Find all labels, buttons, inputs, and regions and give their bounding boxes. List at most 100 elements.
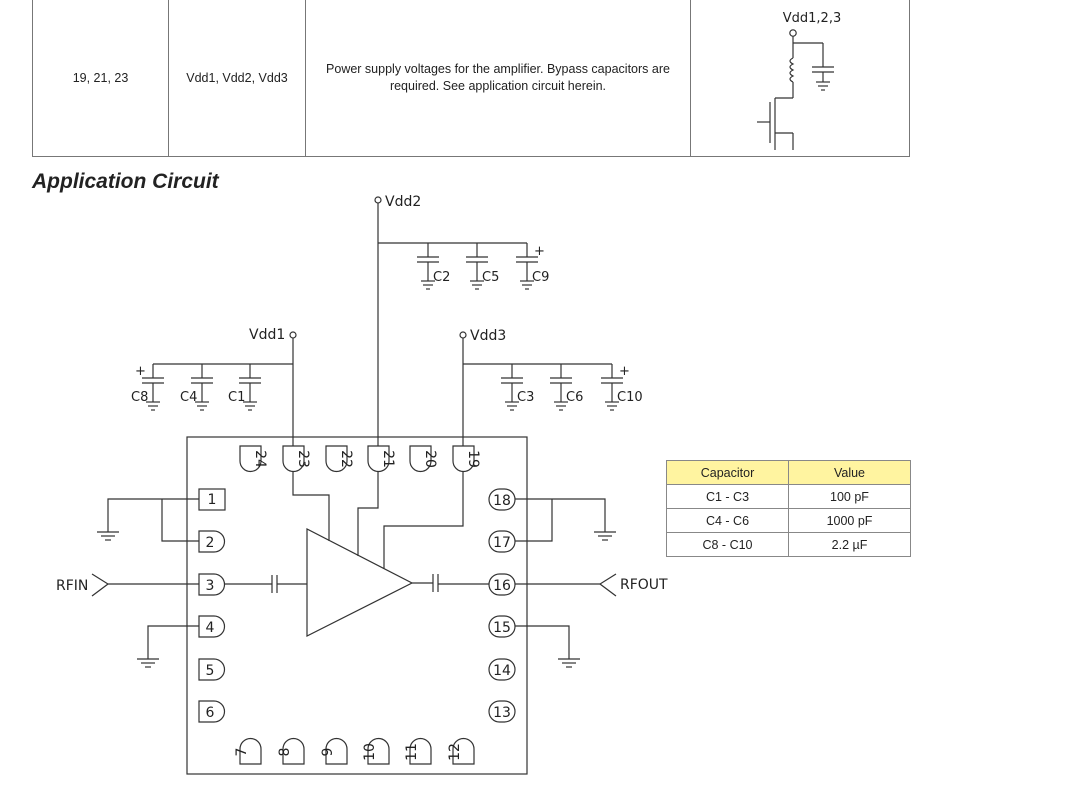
ground-icon xyxy=(96,531,120,541)
table-row: C1 - C3 100 pF xyxy=(666,484,911,509)
vdd3-terminal xyxy=(459,331,467,339)
pin-6-label: 6 xyxy=(206,705,215,721)
pin-6 xyxy=(198,700,226,723)
vdd3-network: Vdd3 C3 C6 C10 + xyxy=(459,328,643,446)
terminal-node xyxy=(789,29,797,37)
pin-20 xyxy=(409,445,432,473)
c5-label: C5 xyxy=(482,270,499,285)
pin-function-cell: Vdd1, Vdd2, Vdd3 xyxy=(168,0,306,157)
ic-package xyxy=(186,436,528,775)
c8-polarity: + xyxy=(135,364,146,379)
c10-polarity: + xyxy=(619,364,630,379)
pin-21-label: 21 xyxy=(380,450,396,468)
pin-15-label: 15 xyxy=(493,620,511,636)
pin-7 xyxy=(239,737,262,765)
pin-9-label: 9 xyxy=(320,748,336,757)
c9-label: C9 xyxy=(532,270,549,285)
rfout-label: RFOUT xyxy=(620,577,668,593)
pin-5 xyxy=(198,658,226,681)
pin-16-label: 16 xyxy=(493,578,511,594)
vdd2-terminal xyxy=(374,196,382,204)
value-cell: 2.2 µF xyxy=(788,532,911,557)
vdd1-terminal xyxy=(289,331,297,339)
pin-24-label: 24 xyxy=(252,450,268,468)
c6-label: C6 xyxy=(566,390,583,405)
pin-17-label: 17 xyxy=(493,535,511,551)
amplifier xyxy=(225,472,489,637)
pin-14-label: 14 xyxy=(493,663,511,679)
capacitor-header: Capacitor xyxy=(666,460,789,485)
ground-icon xyxy=(136,658,160,668)
capacitor-cell: C1 - C3 xyxy=(666,484,789,509)
pin-5-label: 5 xyxy=(206,663,215,679)
pin-description-cell: Power supply voltages for the amplifier.… xyxy=(305,0,691,157)
capacitor-value-table: Capacitor Value C1 - C3 100 pF C4 - C6 1… xyxy=(666,460,911,557)
vdd-pin-schematic: Vdd1,2,3 xyxy=(757,11,841,150)
pin-19 xyxy=(452,445,475,473)
c8-label: C8 xyxy=(131,390,148,405)
pin-description-table: 19, 21, 23 Vdd1, Vdd2, Vdd3 Power supply… xyxy=(32,0,910,157)
pin-8 xyxy=(282,737,305,765)
pin-2 xyxy=(198,530,226,553)
rfin-arrow-icon xyxy=(91,573,110,597)
pin-8-label: 8 xyxy=(277,748,293,757)
vdd1-network: Vdd1 C8 C4 C1 + xyxy=(131,327,297,446)
pin-2-label: 2 xyxy=(206,535,215,551)
pin-schematic-cell xyxy=(690,0,910,157)
pin-23 xyxy=(282,445,305,473)
pin-1-label: 1 xyxy=(208,492,217,508)
left-pins: 1 2 3 4 5 6 xyxy=(198,488,226,723)
pin-numbers-cell: 19, 21, 23 xyxy=(32,0,169,157)
section-title: Application Circuit xyxy=(32,170,219,193)
amplifier-triangle-icon xyxy=(306,528,414,637)
vdd123-label: Vdd1,2,3 xyxy=(783,11,841,26)
pin-10-label: 10 xyxy=(362,743,378,761)
pin-4 xyxy=(198,615,226,638)
c1-label: C1 xyxy=(228,390,245,405)
pin-19-label: 19 xyxy=(465,450,481,468)
table-row: C4 - C6 1000 pF xyxy=(666,508,911,533)
pin-3-label: 3 xyxy=(206,578,215,594)
c2-label: C2 xyxy=(433,270,450,285)
vdd2-label: Vdd2 xyxy=(385,194,421,210)
pin-11-label: 11 xyxy=(404,743,420,761)
pin-11 xyxy=(409,737,432,765)
top-pins: 24 23 22 21 20 19 xyxy=(239,445,481,473)
pin-14 xyxy=(488,658,516,681)
table-row: 19, 21, 23 Vdd1, Vdd2, Vdd3 Power supply… xyxy=(32,0,910,157)
right-pins: 18 17 16 15 14 13 xyxy=(488,488,516,723)
pin-3 xyxy=(198,573,226,596)
capacitor-cell: C4 - C6 xyxy=(666,508,789,533)
value-header: Value xyxy=(788,460,911,485)
pin-21 xyxy=(367,445,390,473)
bottom-pins: 7 8 9 10 11 12 xyxy=(234,737,475,765)
rfout-arrow-icon xyxy=(598,573,617,597)
vdd2-network: Vdd2 C2 C5 C9 + xyxy=(374,194,549,446)
pin-13 xyxy=(488,700,516,723)
table-row: C8 - C10 2.2 µF xyxy=(666,532,911,557)
value-cell: 100 pF xyxy=(788,484,911,509)
left-external-wiring: RFIN xyxy=(56,498,199,668)
table-header-row: Capacitor Value xyxy=(666,460,911,485)
c9-polarity: + xyxy=(534,244,545,259)
c10-label: C10 xyxy=(617,390,643,405)
rfin-label: RFIN xyxy=(56,578,88,594)
ground-icon xyxy=(593,531,617,541)
pin-23-label: 23 xyxy=(295,450,311,468)
vdd3-label: Vdd3 xyxy=(470,328,506,344)
pin-22 xyxy=(325,445,348,473)
pin-24 xyxy=(239,445,262,473)
pin-18-label: 18 xyxy=(493,493,511,509)
c4-label: C4 xyxy=(180,390,197,405)
pin-12 xyxy=(452,737,475,765)
pin-4-label: 4 xyxy=(206,620,215,636)
c3-label: C3 xyxy=(517,390,534,405)
inductor-icon xyxy=(789,57,795,83)
pin-12-label: 12 xyxy=(447,743,463,761)
vdd1-label: Vdd1 xyxy=(249,327,285,343)
pin-7-label: 7 xyxy=(234,748,250,757)
pin-10 xyxy=(367,737,390,765)
pin-13-label: 13 xyxy=(493,705,511,721)
right-external-wiring: RFOUT xyxy=(515,498,668,668)
